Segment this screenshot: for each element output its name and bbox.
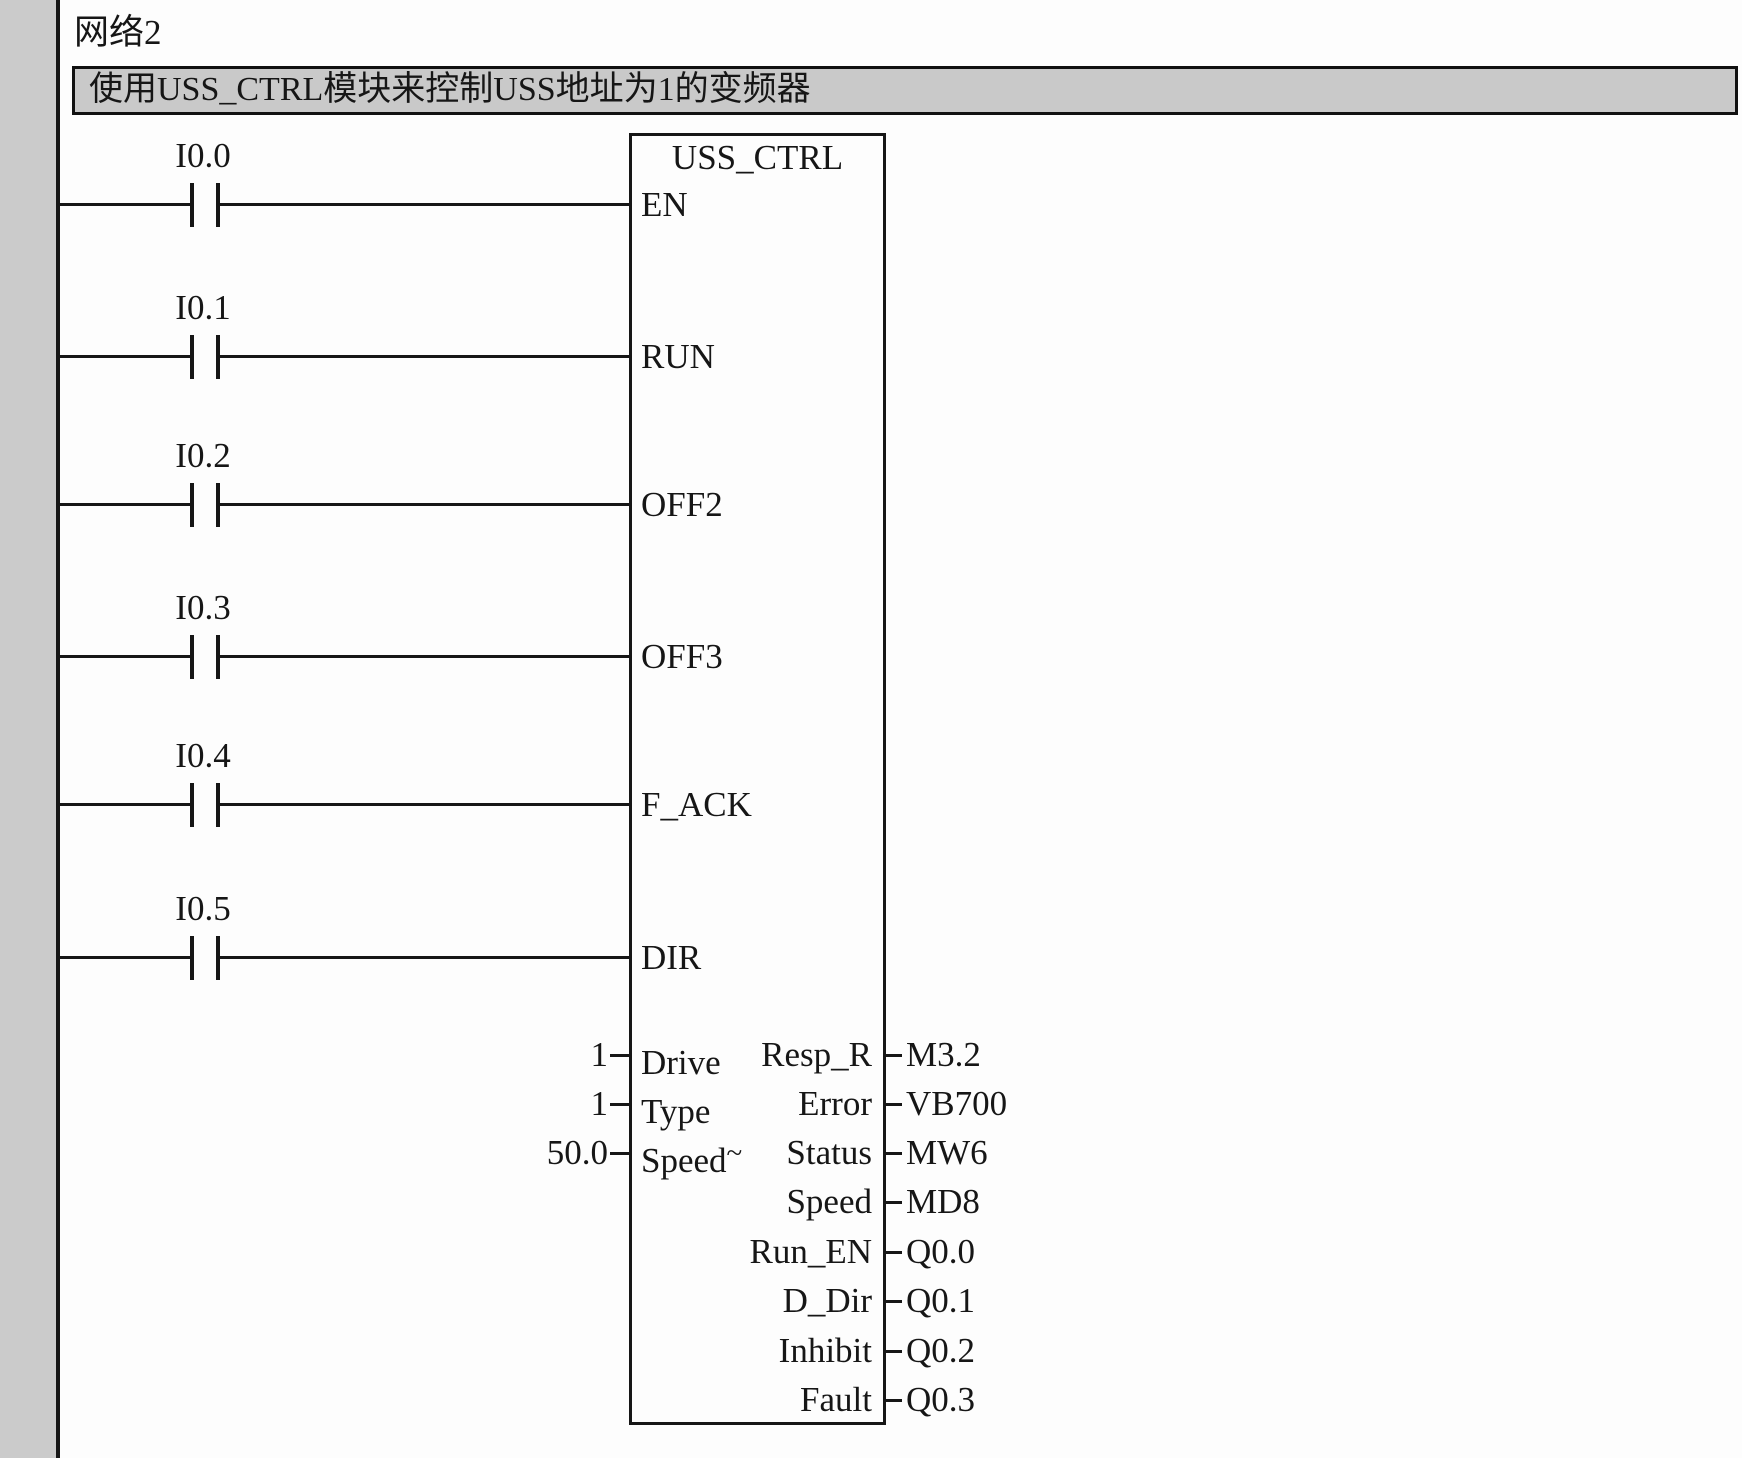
param-name-text: Speed <box>641 1141 727 1180</box>
param-name-speed: Speed~ <box>641 1132 742 1182</box>
contact-label-i0-4[interactable]: I0.4 <box>175 736 231 775</box>
block-input-off2: OFF2 <box>641 485 723 524</box>
output-operand-mw6[interactable]: MW6 <box>906 1133 988 1172</box>
output-stub <box>884 1152 902 1155</box>
output-stub <box>884 1054 902 1057</box>
contact-bar-right[interactable] <box>216 783 220 827</box>
contact-bar-left[interactable] <box>190 783 194 827</box>
output-operand-q0-2[interactable]: Q0.2 <box>906 1331 976 1370</box>
output-operand-md8[interactable]: MD8 <box>906 1182 980 1221</box>
rung-line <box>220 355 629 358</box>
contact-label-i0-2[interactable]: I0.2 <box>175 436 231 475</box>
output-stub <box>884 1399 902 1402</box>
uss-ctrl-block[interactable] <box>629 133 886 1425</box>
param-name-type: Type <box>641 1083 710 1133</box>
network-comment-bar[interactable]: 使用USS_CTRL模块来控制USS地址为1的变频器 <box>72 66 1738 115</box>
contact-bar-right[interactable] <box>216 635 220 679</box>
contact-label-i0-3[interactable]: I0.3 <box>175 588 231 627</box>
output-stub <box>884 1300 902 1303</box>
contact-bar-left[interactable] <box>190 183 194 227</box>
param-stub <box>610 1152 629 1155</box>
rung-line <box>220 803 629 806</box>
param-name-drive: Drive <box>641 1034 721 1084</box>
contact-bar-left[interactable] <box>190 936 194 980</box>
param-value-type[interactable]: 1 <box>590 1084 609 1123</box>
left-margin-band <box>0 0 56 1458</box>
param-name-text: Type <box>641 1092 711 1131</box>
param-stub <box>610 1103 629 1106</box>
block-input-dir: DIR <box>641 938 702 977</box>
output-name-speed: Speed <box>786 1182 872 1221</box>
param-stub <box>610 1054 629 1057</box>
uss-ctrl-block-title: USS_CTRL <box>671 138 844 177</box>
output-name-run-en: Run_EN <box>749 1232 873 1271</box>
contact-bar-left[interactable] <box>190 635 194 679</box>
rung-line <box>220 655 629 658</box>
output-operand-q0-0[interactable]: Q0.0 <box>906 1232 976 1271</box>
output-name-inhibit: Inhibit <box>778 1331 872 1370</box>
contact-bar-left[interactable] <box>190 335 194 379</box>
block-input-off3: OFF3 <box>641 637 723 676</box>
output-stub <box>884 1103 902 1106</box>
output-stub <box>884 1350 902 1353</box>
rung-line <box>60 956 190 959</box>
block-input-en: EN <box>641 185 688 224</box>
rung-line <box>60 803 190 806</box>
block-input-f-ack: F_ACK <box>641 785 752 824</box>
rung-line <box>60 355 190 358</box>
network-title[interactable]: 网络2 <box>74 13 162 52</box>
output-name-resp-r: Resp_R <box>761 1035 872 1074</box>
contact-bar-right[interactable] <box>216 936 220 980</box>
param-value-drive[interactable]: 1 <box>590 1035 609 1074</box>
param-name-text: Drive <box>641 1043 721 1082</box>
output-name-error: Error <box>798 1084 872 1123</box>
output-operand-q0-3[interactable]: Q0.3 <box>906 1380 976 1419</box>
contact-label-i0-5[interactable]: I0.5 <box>175 889 231 928</box>
contact-bar-right[interactable] <box>216 483 220 527</box>
rung-line <box>60 655 190 658</box>
rung-line <box>60 203 190 206</box>
output-stub <box>884 1201 902 1204</box>
output-name-d-dir: D_Dir <box>782 1281 872 1320</box>
contact-bar-left[interactable] <box>190 483 194 527</box>
output-operand-q0-1[interactable]: Q0.1 <box>906 1281 976 1320</box>
output-name-fault: Fault <box>800 1380 872 1419</box>
output-name-status: Status <box>786 1133 872 1172</box>
rung-line <box>220 503 629 506</box>
output-operand-vb700[interactable]: VB700 <box>906 1084 1008 1123</box>
contact-bar-right[interactable] <box>216 335 220 379</box>
contact-bar-right[interactable] <box>216 183 220 227</box>
rung-line <box>220 956 629 959</box>
param-value-speed[interactable]: 50.0 <box>546 1133 608 1172</box>
param-suffix-tilde: ~ <box>726 1137 743 1169</box>
contact-label-i0-0[interactable]: I0.0 <box>175 136 231 175</box>
rung-line <box>60 503 190 506</box>
contact-label-i0-1[interactable]: I0.1 <box>175 288 231 327</box>
block-input-run: RUN <box>641 337 715 376</box>
output-stub <box>884 1251 902 1254</box>
left-power-rail <box>56 0 60 1458</box>
rung-line <box>220 203 629 206</box>
output-operand-m3-2[interactable]: M3.2 <box>906 1035 981 1074</box>
